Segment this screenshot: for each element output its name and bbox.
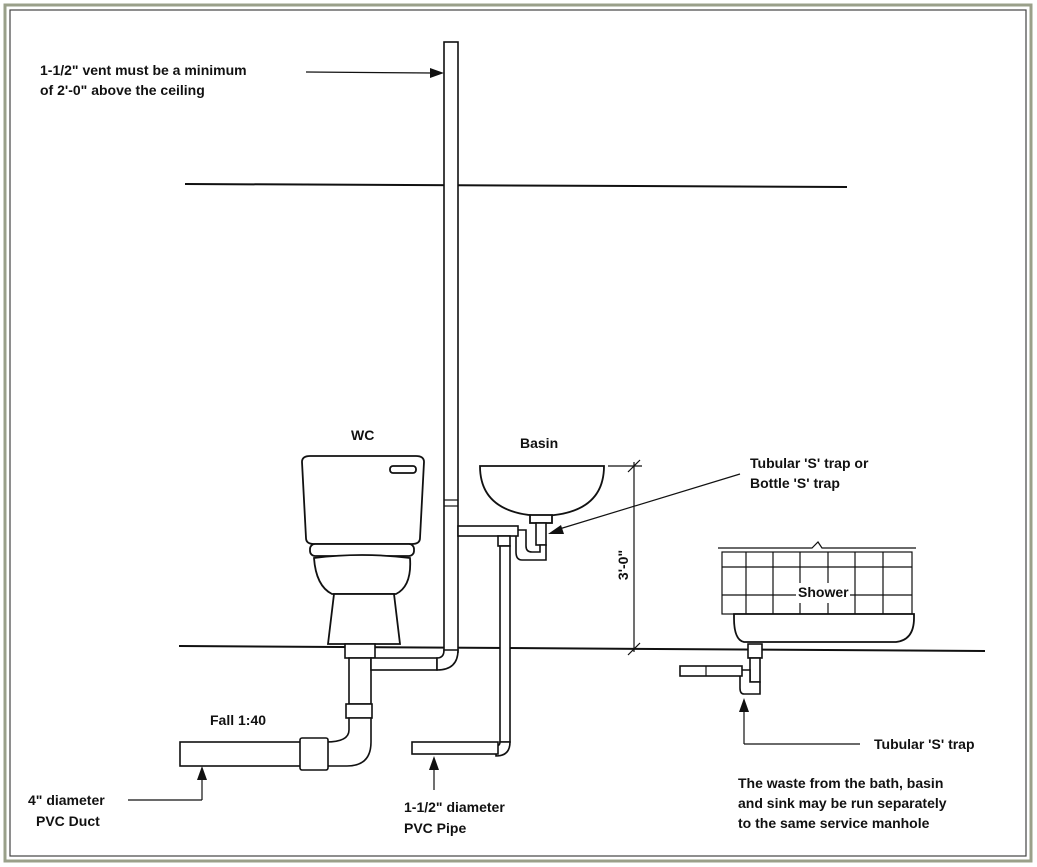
shower-trap — [679, 643, 763, 695]
duct-arrow — [197, 766, 207, 780]
vent-leader — [305, 71, 433, 74]
vent-label-line1: 1-1/2" vent must be a minimum — [40, 62, 247, 78]
duct-label-line1: 4" diameter — [28, 792, 105, 808]
note-line2: and sink may be run separately — [738, 795, 947, 811]
note-line1: The waste from the bath, basin — [738, 775, 943, 791]
inner-border — [9, 9, 1027, 857]
note-line3: to the same service manhole — [738, 815, 930, 831]
shower-label: Shower — [798, 584, 849, 600]
pipe-label-line2: PVC Pipe — [404, 820, 466, 836]
main-duct — [179, 737, 329, 771]
wc-toilet — [301, 455, 425, 645]
wc-drain — [325, 643, 459, 767]
ceiling-line — [184, 182, 848, 189]
outer-border — [3, 3, 1033, 863]
wc-label: WC — [351, 427, 374, 443]
tubular-trap-label: Tubular 'S' trap — [874, 736, 975, 752]
s-trap-label-line2: Bottle 'S' trap — [750, 475, 840, 491]
basin-trap — [411, 522, 547, 757]
tubular-trap-arrow — [739, 698, 749, 712]
s-trap-label-line1: Tubular 'S' trap or — [750, 455, 869, 471]
s-trap-arrow — [548, 525, 564, 534]
vent-label-line2: of 2'-0" above the ceiling — [40, 82, 205, 98]
vent-arrow — [430, 68, 444, 78]
shower-label-bg — [796, 583, 850, 603]
dimension-line — [608, 459, 642, 656]
pipe-arrow — [429, 756, 439, 770]
wash-basin — [479, 465, 605, 524]
duct-label-line2: PVC Duct — [36, 813, 100, 829]
floor-line — [178, 644, 986, 653]
pipe-label-line1: 1-1/2" diameter — [404, 799, 505, 815]
fall-label: Fall 1:40 — [210, 712, 266, 728]
basin-label: Basin — [520, 435, 558, 451]
dimension-label: 3'-0" — [615, 550, 631, 580]
vent-stack — [443, 41, 459, 653]
s-trap-leader — [555, 473, 741, 531]
